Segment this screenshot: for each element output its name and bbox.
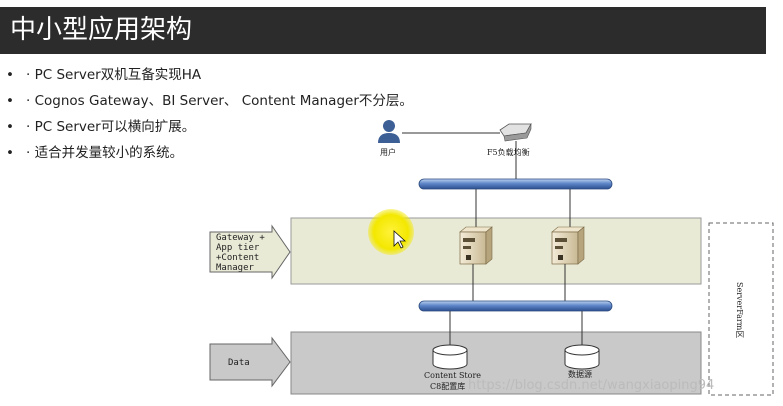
- gateway-tier-label-arrow: [209, 224, 291, 280]
- data-tier-label: Data: [228, 358, 250, 368]
- gateway-tier-label-line: Gateway +: [216, 233, 265, 243]
- bullet-text: · PC Server可以横向扩展。: [26, 119, 196, 135]
- top-network-bus: [418, 178, 613, 190]
- bullet-item: •· Cognos Gateway、BI Server、 Content Man…: [6, 93, 413, 109]
- bullet-list: •· PC Server双机互备实现HA •· Cognos Gateway、B…: [6, 62, 413, 166]
- load-balancer-icon: [499, 122, 532, 142]
- content-store-sublabel: C8配置库: [430, 381, 465, 391]
- server-icon: [459, 226, 493, 265]
- user-label: 用户: [380, 147, 396, 157]
- content-store-database-icon: [432, 344, 468, 370]
- datasource-database-icon: [564, 344, 600, 370]
- cursor-icon: [393, 230, 407, 249]
- serverfarm-label: ServerFarm区: [735, 282, 744, 338]
- gateway-tier-label-line: +Content: [216, 253, 259, 263]
- user-icon: [378, 120, 400, 143]
- content-store-label: Content Store: [424, 371, 481, 380]
- bullet-text: · PC Server双机互备实现HA: [26, 67, 202, 83]
- data-tier-panel: [290, 331, 702, 395]
- slide-title: 中小型应用架构: [0, 7, 766, 54]
- cursor-highlight: [368, 209, 414, 255]
- server-icon: [551, 226, 585, 265]
- data-tier-label-arrow: [209, 336, 291, 388]
- bullet-item: •· 适合并发量较小的系统。: [6, 145, 184, 161]
- datasource-label: 数据源: [568, 369, 592, 379]
- bullet-text: · 适合并发量较小的系统。: [26, 145, 184, 161]
- bullet-text: · Cognos Gateway、BI Server、 Content Mana…: [26, 93, 413, 109]
- serverfarm-boundary: [708, 222, 774, 396]
- bottom-network-bus: [418, 300, 613, 312]
- gateway-tier-panel: [290, 217, 702, 285]
- bullet-item: •· PC Server可以横向扩展。: [6, 119, 196, 135]
- watermark-text: https://blog.csdn.net/wangxiaoping94: [468, 378, 714, 393]
- bullet-item: •· PC Server双机互备实现HA: [6, 67, 202, 83]
- loadbalancer-label: F5负载均衡: [487, 147, 530, 157]
- gateway-tier-label-line: App tier: [216, 243, 260, 253]
- gateway-tier-label-line: Manager: [216, 263, 255, 273]
